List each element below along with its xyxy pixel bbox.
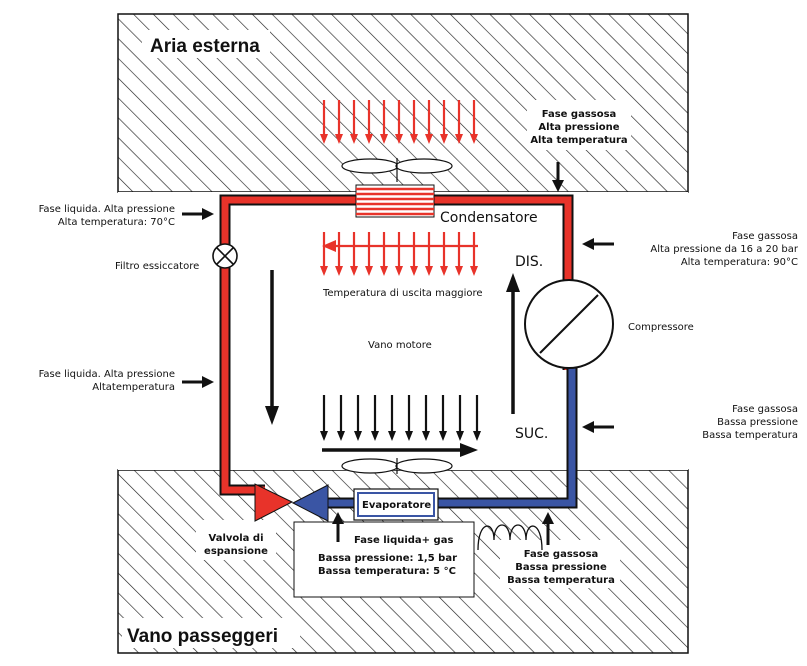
coil-icon <box>477 524 543 551</box>
air-arrow-down <box>320 100 328 144</box>
high-pressure-line <box>219 194 574 496</box>
right-lower-annotation: Fase gassosa Bassa pressione Bassa tempe… <box>702 404 798 441</box>
hot-air-arrow-down <box>425 232 433 276</box>
bottom-right-annotation: Fase gassosa Bassa pressione Bassa tempe… <box>507 549 615 586</box>
low-pressure-box <box>293 521 475 598</box>
cool-air-arrow-down <box>422 395 430 441</box>
air-arrow-down <box>380 100 388 144</box>
mix-phase-label: Fase liquida+ gas <box>354 535 453 546</box>
hot-air-arrow-down <box>380 232 388 276</box>
expansion-valve-icon <box>254 483 329 522</box>
cool-air-arrow-down <box>320 395 328 441</box>
air-arrow-down <box>410 100 418 144</box>
cool-air-arrow-down <box>371 395 379 441</box>
cool-air-arrow-down <box>439 395 447 441</box>
left-mid-annotation: Fase liquida. Alta pressione Altatempera… <box>38 369 175 393</box>
cool-air-arrow-down <box>473 395 481 441</box>
pointer-right-upper <box>582 238 614 250</box>
outlet-temp-label: Temperatura di uscita maggiore <box>322 288 483 299</box>
air-arrow-down <box>395 100 403 144</box>
condenser-fan-icon <box>341 158 453 182</box>
cool-air-arrow-down <box>456 395 464 441</box>
air-arrow-down <box>440 100 448 144</box>
hot-air-arrow-down <box>470 232 478 276</box>
pointer-bottom-right <box>542 512 554 545</box>
hot-air-arrow-down <box>320 232 328 276</box>
air-arrow-down <box>365 100 373 144</box>
hot-air-arrow-down <box>365 232 373 276</box>
filter-label: Filtro essiccatore <box>115 261 199 272</box>
hot-air-arrow-down <box>410 232 418 276</box>
air-arrow-down <box>350 100 358 144</box>
cool-air-arrow-down <box>405 395 413 441</box>
flow-down-arrow <box>265 270 279 425</box>
evaporator-label: Evaporatore <box>362 500 431 511</box>
condenser-label: Condensatore <box>440 210 538 226</box>
cool-air-arrows <box>320 395 481 441</box>
incoming-air-arrows <box>320 100 478 144</box>
hot-air-arrow-down <box>455 232 463 276</box>
right-upper-annotation: Fase gassosa Alta pressione da 16 a 20 b… <box>650 231 798 268</box>
cool-air-arrow-down <box>354 395 362 441</box>
engine-bay-label: Vano motore <box>368 340 432 351</box>
compressor-label: Compressore <box>628 322 694 333</box>
zone-label-bottom: Vano passeggeri <box>127 626 278 647</box>
compressor-icon <box>524 279 614 369</box>
air-arrow-down <box>455 100 463 144</box>
airflow-arrow-right <box>322 443 478 457</box>
condenser <box>355 184 435 218</box>
pointer-left-mid <box>182 376 214 388</box>
hot-air-arrows <box>320 232 478 276</box>
left-upper-annotation: Fase liquida. Alta pressione Alta temper… <box>38 204 175 228</box>
air-arrow-down <box>335 100 343 144</box>
cool-air-arrow-down <box>388 395 396 441</box>
flow-up-arrow <box>506 273 520 414</box>
pointer-top-right <box>552 162 564 192</box>
evaporator-icon <box>353 488 439 521</box>
pointer-right-lower <box>582 421 614 433</box>
hot-air-arrow-down <box>440 232 448 276</box>
pointer-left-upper <box>182 208 214 220</box>
top-right-annotation: Fase gassosa Alta pressione Alta tempera… <box>530 109 628 146</box>
filter-dryer-icon <box>212 243 238 269</box>
low-pressure-annotation: Bassa pressione: 1,5 bar Bassa temperatu… <box>318 553 457 577</box>
air-arrow-down <box>470 100 478 144</box>
hot-air-arrow-down <box>395 232 403 276</box>
hot-air-arrow-left <box>322 240 478 252</box>
hot-air-arrow-down <box>335 232 343 276</box>
dis-label: DIS. <box>515 254 543 270</box>
pointer-mix <box>332 512 344 542</box>
pointer-arrows <box>182 162 614 545</box>
valve-label: Valvola di espansione <box>204 533 268 557</box>
cool-air-arrow-down <box>337 395 345 441</box>
zone-label-top: Aria esterna <box>150 36 260 57</box>
evaporator-fan-icon <box>341 458 453 474</box>
suc-label: SUC. <box>515 426 548 442</box>
air-arrow-down <box>425 100 433 144</box>
hot-air-arrow-down <box>350 232 358 276</box>
